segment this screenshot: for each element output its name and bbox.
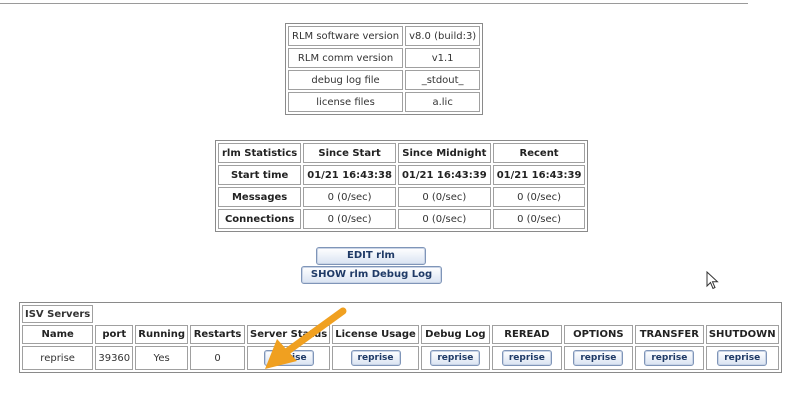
edit-rlm-options-button[interactable]: EDIT rlm Options xyxy=(316,247,426,277)
stats-row-label: Start time xyxy=(218,165,302,185)
stats-cell: 01/21 16:43:39 xyxy=(492,165,586,185)
info-label: RLM software version xyxy=(288,26,404,46)
stats-cell: 0 (0/sec) xyxy=(303,209,396,229)
isv-header: Running xyxy=(135,325,189,344)
mouse-pointer-icon xyxy=(706,271,719,290)
isv-header: Debug Log xyxy=(420,325,490,344)
isv-header: SHUTDOWN xyxy=(705,325,779,344)
isv-header: Restarts xyxy=(190,325,246,344)
shutdown-cell: reprise xyxy=(705,346,779,370)
info-label: debug log file xyxy=(288,70,404,90)
stats-header: Since Start xyxy=(303,143,396,163)
isv-running: Yes xyxy=(135,346,189,370)
isv-port: 39360 xyxy=(95,346,134,370)
stats-cell: 0 (0/sec) xyxy=(492,209,586,229)
info-row: RLM comm version v1.1 xyxy=(288,48,481,68)
transfer-cell: reprise xyxy=(634,346,704,370)
isv-header: TRANSFER xyxy=(634,325,704,344)
info-row: RLM software version v8.0 (build:3) xyxy=(288,26,481,46)
isv-title: ISV Servers xyxy=(22,305,94,323)
shutdown-button[interactable]: reprise xyxy=(717,350,768,366)
stats-cell: 01/21 16:43:38 xyxy=(303,165,396,185)
info-value: a.lic xyxy=(405,92,481,112)
info-label: license files xyxy=(288,92,404,112)
isv-header: License Usage xyxy=(332,325,419,344)
stats-row: Start time 01/21 16:43:38 01/21 16:43:39… xyxy=(218,165,586,185)
isv-title-row: ISV Servers xyxy=(22,305,779,323)
isv-restarts: 0 xyxy=(190,346,246,370)
table-row: reprise 39360 Yes 0 reprise reprise repr… xyxy=(22,346,779,370)
isv-servers-table: ISV Servers Name port Running Restarts S… xyxy=(19,302,782,373)
isv-header-row: Name port Running Restarts Server Status… xyxy=(22,325,779,344)
stats-header-row: rlm Statistics Since Start Since Midnigh… xyxy=(218,143,586,163)
reread-button[interactable]: reprise xyxy=(501,350,552,366)
stats-header: Recent xyxy=(492,143,586,163)
stats-header: Since Midnight xyxy=(397,143,491,163)
isv-header: REREAD xyxy=(491,325,562,344)
reread-cell: reprise xyxy=(491,346,562,370)
license-usage-cell: reprise xyxy=(332,346,419,370)
stats-cell: 0 (0/sec) xyxy=(397,209,491,229)
debug-log-button[interactable]: reprise xyxy=(430,350,481,366)
info-value: _stdout_ xyxy=(405,70,481,90)
isv-header: OPTIONS xyxy=(563,325,633,344)
isv-header: Name xyxy=(22,325,94,344)
options-button[interactable]: reprise xyxy=(573,350,624,366)
top-divider xyxy=(0,3,748,4)
options-cell: reprise xyxy=(563,346,633,370)
info-row: license files a.lic xyxy=(288,92,481,112)
info-value: v8.0 (build:3) xyxy=(405,26,481,46)
show-debug-log-button[interactable]: SHOW rlm Debug Log xyxy=(301,266,442,284)
stats-cell: 0 (0/sec) xyxy=(492,187,586,207)
stats-row-label: Messages xyxy=(218,187,302,207)
debug-log-cell: reprise xyxy=(420,346,490,370)
transfer-button[interactable]: reprise xyxy=(644,350,695,366)
license-usage-button[interactable]: reprise xyxy=(350,350,401,366)
isv-name: reprise xyxy=(22,346,94,370)
stats-row: Connections 0 (0/sec) 0 (0/sec) 0 (0/sec… xyxy=(218,209,586,229)
info-value: v1.1 xyxy=(405,48,481,68)
info-row: debug log file _stdout_ xyxy=(288,70,481,90)
isv-header: Server Status xyxy=(247,325,331,344)
stats-row: Messages 0 (0/sec) 0 (0/sec) 0 (0/sec) xyxy=(218,187,586,207)
stats-header: rlm Statistics xyxy=(218,143,302,163)
stats-row-label: Connections xyxy=(218,209,302,229)
rlm-info-table: RLM software version v8.0 (build:3) RLM … xyxy=(285,23,484,115)
stats-cell: 01/21 16:43:39 xyxy=(397,165,491,185)
stats-cell: 0 (0/sec) xyxy=(303,187,396,207)
annotation-arrow-icon xyxy=(265,307,347,369)
rlm-statistics-table: rlm Statistics Since Start Since Midnigh… xyxy=(215,140,589,232)
stats-cell: 0 (0/sec) xyxy=(397,187,491,207)
info-label: RLM comm version xyxy=(288,48,404,68)
isv-header: port xyxy=(95,325,134,344)
